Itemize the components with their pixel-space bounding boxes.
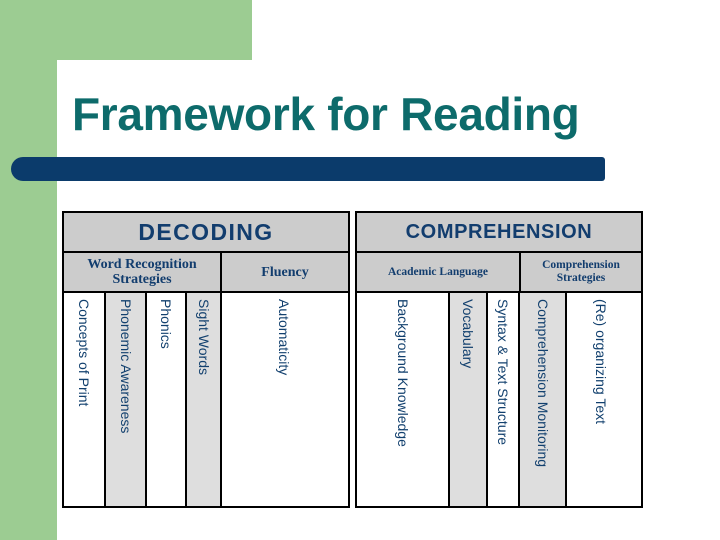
decoding-subheader-row: Word Recognition Strategies Fluency: [64, 253, 348, 293]
cell-label-phonemic-awareness: Phonemic Awareness: [117, 299, 134, 434]
subheader-comprehension-strategies: Comprehension Strategies: [519, 253, 641, 291]
cell-vocabulary[interactable]: Vocabulary: [448, 293, 486, 506]
cell-automaticity[interactable]: Automaticity: [220, 293, 346, 506]
subheader-fluency: Fluency: [220, 253, 348, 291]
cell-phonemic-awareness[interactable]: Phonemic Awareness: [104, 293, 145, 506]
cell-re-organizing-text[interactable]: (Re) organizing Text: [565, 293, 635, 506]
comprehension-table: COMPREHENSION Academic Language Comprehe…: [355, 211, 643, 508]
cell-label-automaticity: Automaticity: [276, 299, 292, 376]
decoding-body-row: Concepts of Print Phonemic Awareness Pho…: [64, 293, 348, 506]
decorative-green-left-strip: [0, 0, 57, 540]
cell-label-comprehension-monitoring: Comprehension Monitoring: [534, 299, 551, 468]
comprehension-subheader-row: Academic Language Comprehension Strategi…: [357, 253, 641, 293]
cell-syntax-and-text-structure[interactable]: Syntax & Text Structure: [486, 293, 518, 506]
cell-concepts-of-print[interactable]: Concepts of Print: [64, 293, 104, 506]
title-accent-bar: [11, 157, 605, 181]
cell-label-sight-words: Sight Words: [195, 299, 212, 375]
decoding-title: DECODING: [138, 218, 274, 245]
cell-label-phonics: Phonics: [158, 299, 174, 349]
cell-sight-words[interactable]: Sight Words: [185, 293, 220, 506]
cell-label-vocabulary: Vocabulary: [460, 299, 476, 369]
decorative-green-top-band: [0, 0, 252, 60]
subheader-academic-language: Academic Language: [388, 265, 488, 278]
cell-label-concepts-of-print: Concepts of Print: [76, 299, 92, 407]
subheader-word-recognition-strategies: Word Recognition Strategies: [87, 257, 197, 287]
comprehension-title: COMPREHENSION: [405, 220, 593, 243]
page-title: Framework for Reading: [72, 88, 580, 140]
comprehension-title-row: COMPREHENSION: [357, 213, 641, 253]
cell-label-re-organizing-text: (Re) organizing Text: [593, 299, 609, 425]
comprehension-body-row: Background Knowledge Vocabulary Syntax &…: [357, 293, 641, 506]
decoding-table: DECODING Word Recognition Strategies Flu…: [62, 211, 350, 508]
cell-label-syntax-and-text-structure: Syntax & Text Structure: [495, 299, 511, 446]
cell-phonics[interactable]: Phonics: [145, 293, 185, 506]
cell-label-background-knowledge: Background Knowledge: [394, 299, 411, 447]
cell-comprehension-monitoring[interactable]: Comprehension Monitoring: [518, 293, 565, 506]
cell-background-knowledge[interactable]: Background Knowledge: [357, 293, 448, 506]
decoding-title-row: DECODING: [64, 213, 348, 253]
